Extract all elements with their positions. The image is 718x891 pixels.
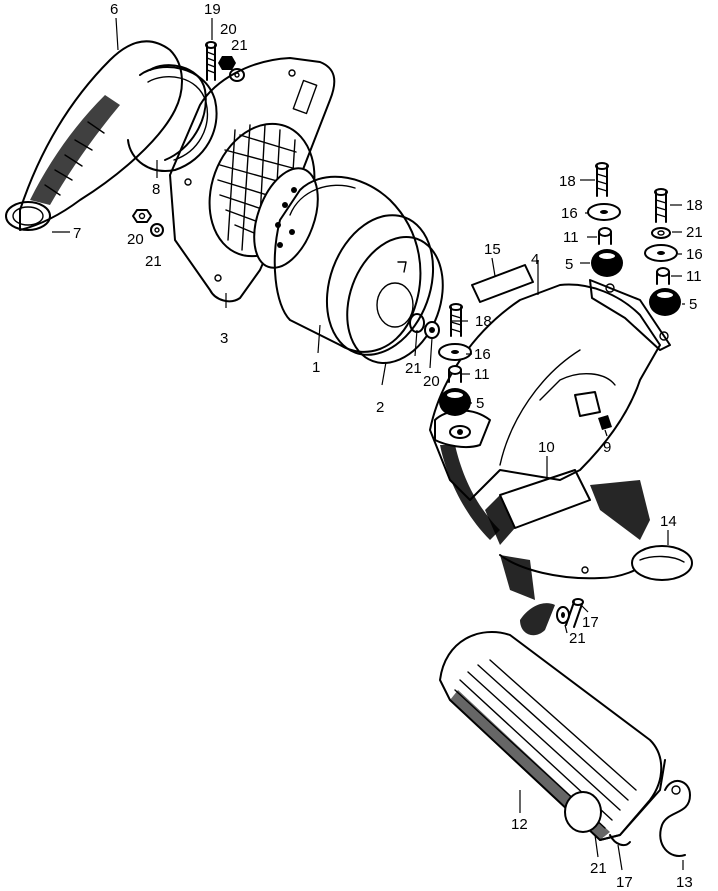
mount-washer-16-right-b (644, 244, 678, 262)
callout-14: 14 (660, 513, 677, 530)
callout-11-right-a: 11 (563, 229, 579, 246)
mount-bolt-18-right-b (654, 188, 668, 223)
callout-11-left: 11 (474, 366, 490, 383)
callout-4: 4 (531, 251, 539, 268)
callout-17-bottom: 17 (616, 874, 633, 891)
callout-5-left: 5 (476, 395, 484, 412)
rubber-cap-14 (631, 545, 693, 581)
callout-numbers: 6 7 8 19 20 21 20 21 3 1 2 21 20 15 4 18… (73, 1, 703, 891)
case-plate (169, 57, 336, 303)
callout-21-bottom: 21 (590, 860, 607, 877)
callout-20-top: 20 (220, 21, 237, 38)
callout-8: 8 (152, 181, 160, 198)
callout-18-right-b: 18 (686, 197, 703, 214)
mount-collar-11-left (448, 365, 462, 383)
callout-18-left: 18 (475, 313, 492, 330)
plate-bolt-19 (205, 41, 217, 81)
callout-2: 2 (376, 399, 384, 416)
case-lower-tab (520, 603, 555, 636)
filter-element-mesh (208, 122, 319, 269)
callout-9: 9 (603, 439, 611, 456)
plate-nut-20-lower (132, 209, 152, 223)
screen-10 (485, 469, 651, 600)
mount-rubber-5-right-a (591, 249, 623, 277)
callout-3: 3 (220, 330, 228, 347)
tube-band (127, 66, 218, 172)
callout-7: 7 (73, 225, 81, 242)
lower-washer-21 (556, 606, 570, 624)
mount-collar-11-right-b (656, 267, 670, 285)
clip-9 (574, 391, 612, 430)
callout-21-lower: 21 (569, 630, 586, 647)
mount-bolt-18-left (449, 303, 463, 337)
callout-21-top: 21 (231, 37, 248, 54)
callout-11-right-b: 11 (686, 268, 702, 285)
callout-16-right-b: 16 (686, 246, 703, 263)
callout-16-right-a: 16 (561, 205, 578, 222)
callout-12: 12 (511, 816, 528, 833)
mount-rubber-5-right-b (649, 288, 681, 316)
callout-21-right: 21 (686, 224, 703, 241)
callout-16-left: 16 (474, 346, 491, 363)
callout-5-right-b: 5 (689, 296, 697, 313)
callout-18-right-a: 18 (559, 173, 576, 190)
mount-washer-21-right (651, 227, 671, 239)
mount-washer-16-right-a (587, 203, 621, 221)
callout-21-left: 21 (145, 253, 162, 270)
plate-washer-21 (229, 68, 245, 82)
mount-washer-16-left (438, 343, 472, 361)
plate-washer-21-lower (150, 223, 164, 237)
callout-13: 13 (676, 874, 693, 891)
callout-21-mid: 21 (405, 360, 422, 377)
callout-5-right-a: 5 (565, 256, 573, 273)
wire-clip-13 (659, 780, 691, 857)
callout-6: 6 (110, 1, 118, 18)
callout-19: 19 (204, 1, 221, 18)
callout-1: 1 (312, 359, 320, 376)
callout-20-left: 20 (127, 231, 144, 248)
element-end-cover (346, 236, 444, 364)
leader-lines (52, 17, 685, 871)
callout-17-upper: 17 (582, 614, 599, 631)
plate-nut-20 (218, 56, 236, 70)
callout-10: 10 (538, 439, 555, 456)
mount-collar-11-right-a (598, 227, 612, 245)
caution-label-15 (471, 264, 534, 303)
lower-case-12 (439, 631, 666, 847)
callout-15: 15 (484, 241, 501, 258)
intake-elbow-tube (5, 40, 207, 231)
mount-bolt-18-right-a (595, 162, 609, 197)
mount-rubber-5-left (439, 388, 471, 416)
callout-20-mid: 20 (423, 373, 440, 390)
